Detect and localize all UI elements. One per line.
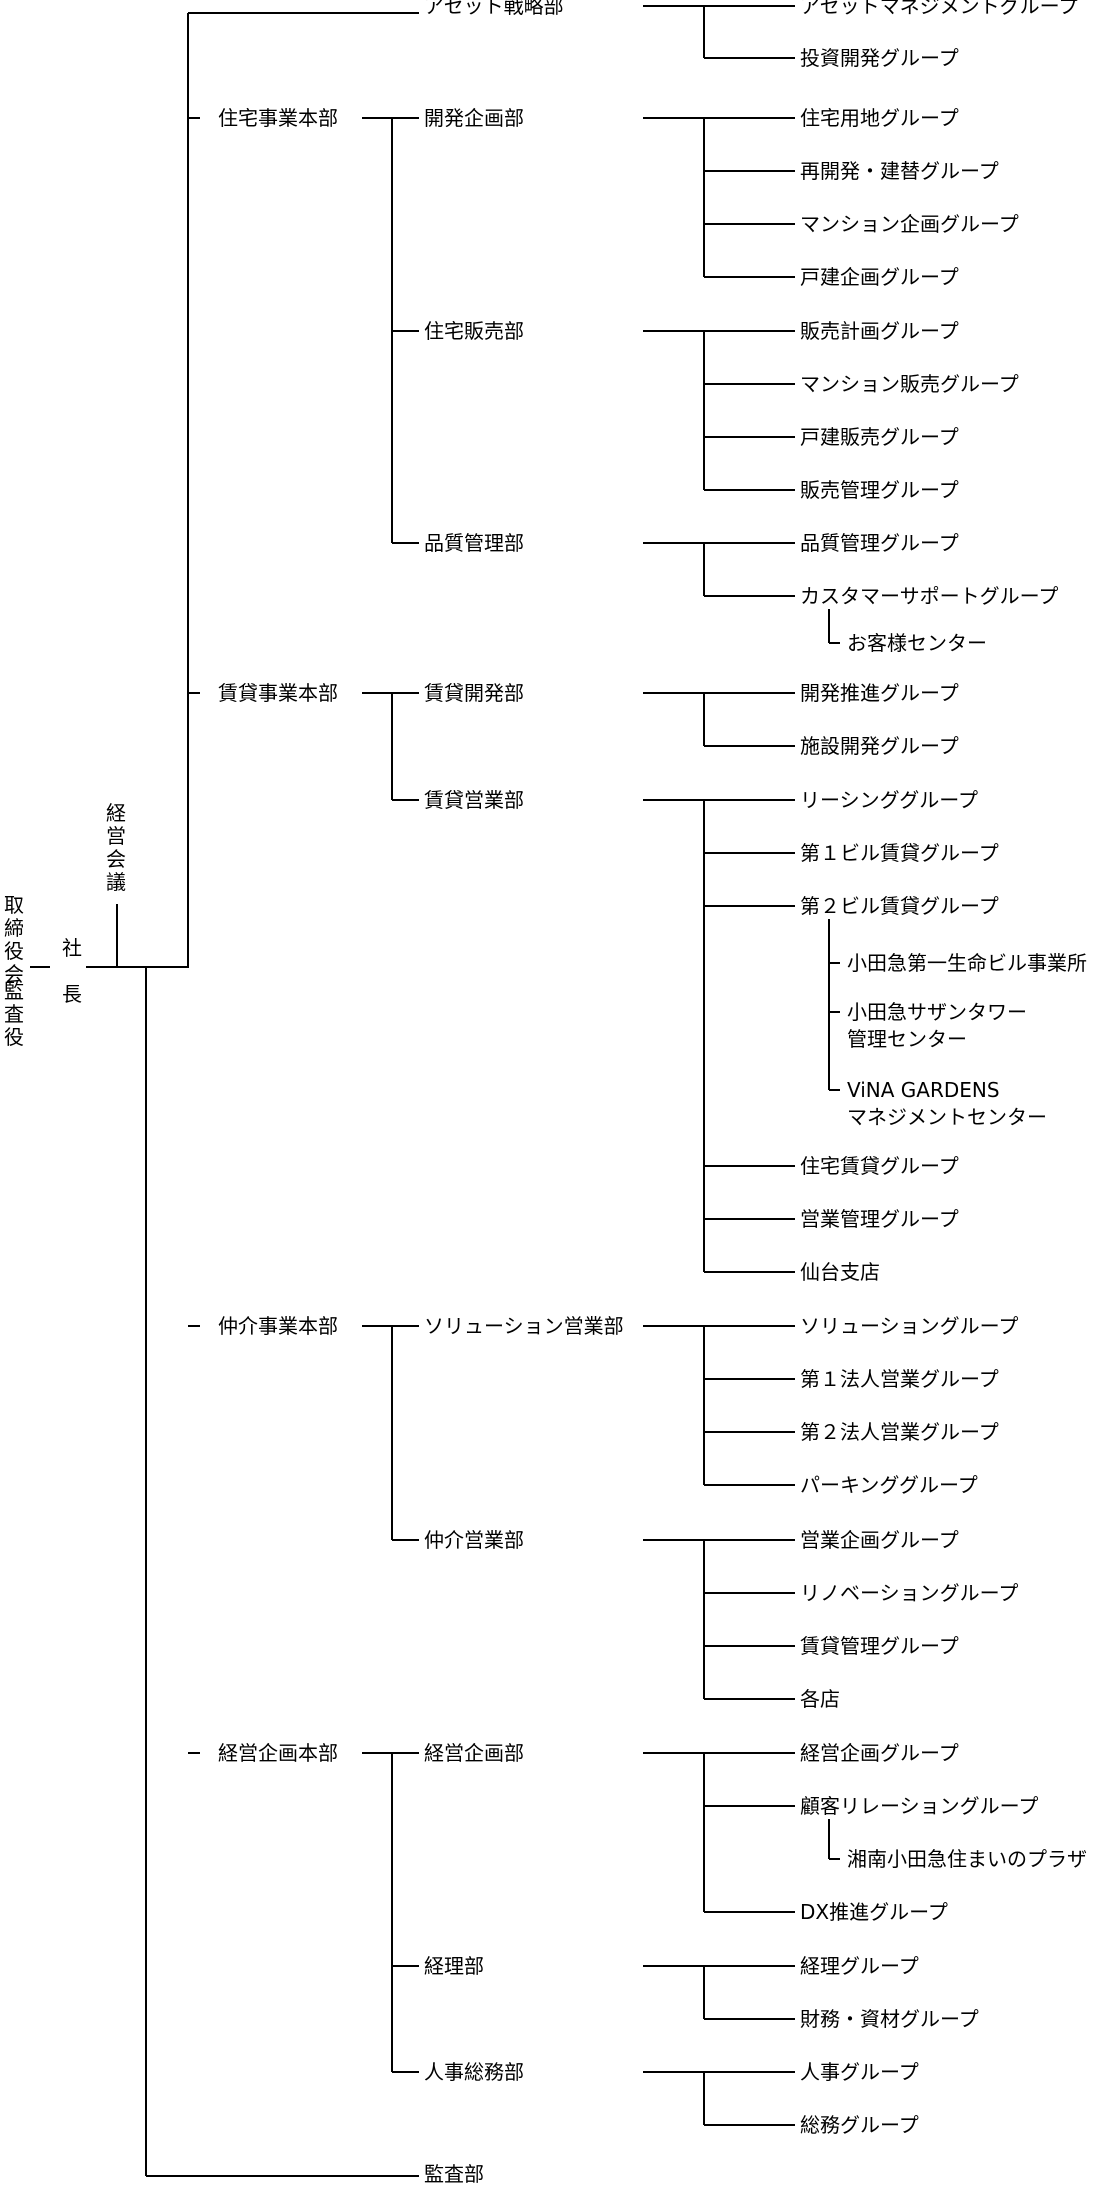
group-label: 開発推進グループ xyxy=(800,681,959,705)
department-label: 賃貸開発部 xyxy=(424,681,524,705)
group-label: 品質管理グループ xyxy=(800,531,959,555)
department-label: 開発企画部 xyxy=(424,106,524,130)
group-label: 各店 xyxy=(800,1687,840,1711)
headquarters-label: 仲介事業本部 xyxy=(218,1314,338,1338)
audit-department-label: 監査部 xyxy=(424,2162,484,2186)
group-label: 住宅賃貸グループ xyxy=(800,1154,959,1178)
connector-lines xyxy=(30,5,840,2177)
group-label: 投資開発グループ xyxy=(800,46,959,70)
group-label: DX推進グループ xyxy=(800,1900,948,1924)
group-label: 第１ビル賃貸グループ xyxy=(800,841,999,865)
departments-layer: アセット戦略部開発企画部住宅販売部品質管理部賃貸開発部賃貸営業部ソリューション営… xyxy=(424,0,624,2084)
unit-label: 小田急第一生命ビル事業所 xyxy=(847,951,1087,975)
group-label: 再開発・建替グループ xyxy=(800,159,999,183)
group-label: 経理グループ xyxy=(800,1954,919,1978)
group-label: 戸建企画グループ xyxy=(800,265,959,289)
group-label: 第２ビル賃貸グループ xyxy=(800,894,999,918)
unit-label: 小田急サザンタワー管理センター xyxy=(847,1000,1027,1051)
group-label: 施設開発グループ xyxy=(800,734,959,758)
group-label: 顧客リレーショングループ xyxy=(800,1794,1038,1818)
auditor-label: 監査役 xyxy=(4,979,24,1049)
group-label: 人事グループ xyxy=(800,2060,919,2084)
group-label: 第１法人営業グループ xyxy=(800,1367,999,1391)
group-label: 第２法人営業グループ xyxy=(800,1420,999,1444)
group-label: 戸建販売グループ xyxy=(800,425,959,449)
group-label: 営業企画グループ xyxy=(800,1528,959,1552)
group-label: マンション企画グループ xyxy=(800,212,1019,236)
unit-label: 湘南小田急住まいのプラザ xyxy=(847,1847,1087,1871)
group-label: リーシンググループ xyxy=(800,788,978,812)
group-label: 賃貸管理グループ xyxy=(800,1634,959,1658)
group-label: 住宅用地グループ xyxy=(800,106,959,130)
department-label: 経営企画部 xyxy=(424,1741,524,1765)
department-label: 人事総務部 xyxy=(424,2060,524,2084)
group-label: パーキンググループ xyxy=(800,1473,978,1497)
department-label: 賃貸営業部 xyxy=(424,788,524,812)
department-label: アセット戦略部 xyxy=(424,0,564,18)
group-label: 販売管理グループ xyxy=(800,478,959,502)
president-label: 社長 xyxy=(62,936,82,1006)
group-label: 仙台支店 xyxy=(800,1260,880,1284)
department-label: 仲介営業部 xyxy=(424,1528,524,1552)
headquarters-label: 経営企画本部 xyxy=(218,1741,338,1765)
group-label: アセットマネジメントグループ xyxy=(800,0,1078,18)
group-label: リノベーショングループ xyxy=(800,1581,1018,1605)
department-label: 品質管理部 xyxy=(424,531,524,555)
department-label: 住宅販売部 xyxy=(424,319,524,343)
headquarters-label: 住宅事業本部 xyxy=(218,106,338,130)
groups-layer: アセットマネジメントグループ投資開発グループ住宅用地グループ再開発・建替グループ… xyxy=(800,0,1078,2137)
group-label: 営業管理グループ xyxy=(800,1207,959,1231)
group-label: マンション販売グループ xyxy=(800,372,1019,396)
group-label: 販売計画グループ xyxy=(800,319,959,343)
management-meeting-label: 経営会議 xyxy=(106,801,126,894)
department-label: 経理部 xyxy=(424,1954,484,1978)
group-label: 財務・資材グループ xyxy=(800,2007,979,2031)
group-label: 総務グループ xyxy=(800,2113,919,2137)
board-label: 取締役会 xyxy=(4,893,24,986)
headquarters-label: 賃貸事業本部 xyxy=(218,681,338,705)
group-label: 経営企画グループ xyxy=(800,1741,959,1765)
unit-label: お客様センター xyxy=(847,631,987,655)
group-label: カスタマーサポートグループ xyxy=(800,584,1058,608)
department-label: ソリューション営業部 xyxy=(424,1314,624,1338)
group-label: ソリューショングループ xyxy=(800,1314,1018,1338)
